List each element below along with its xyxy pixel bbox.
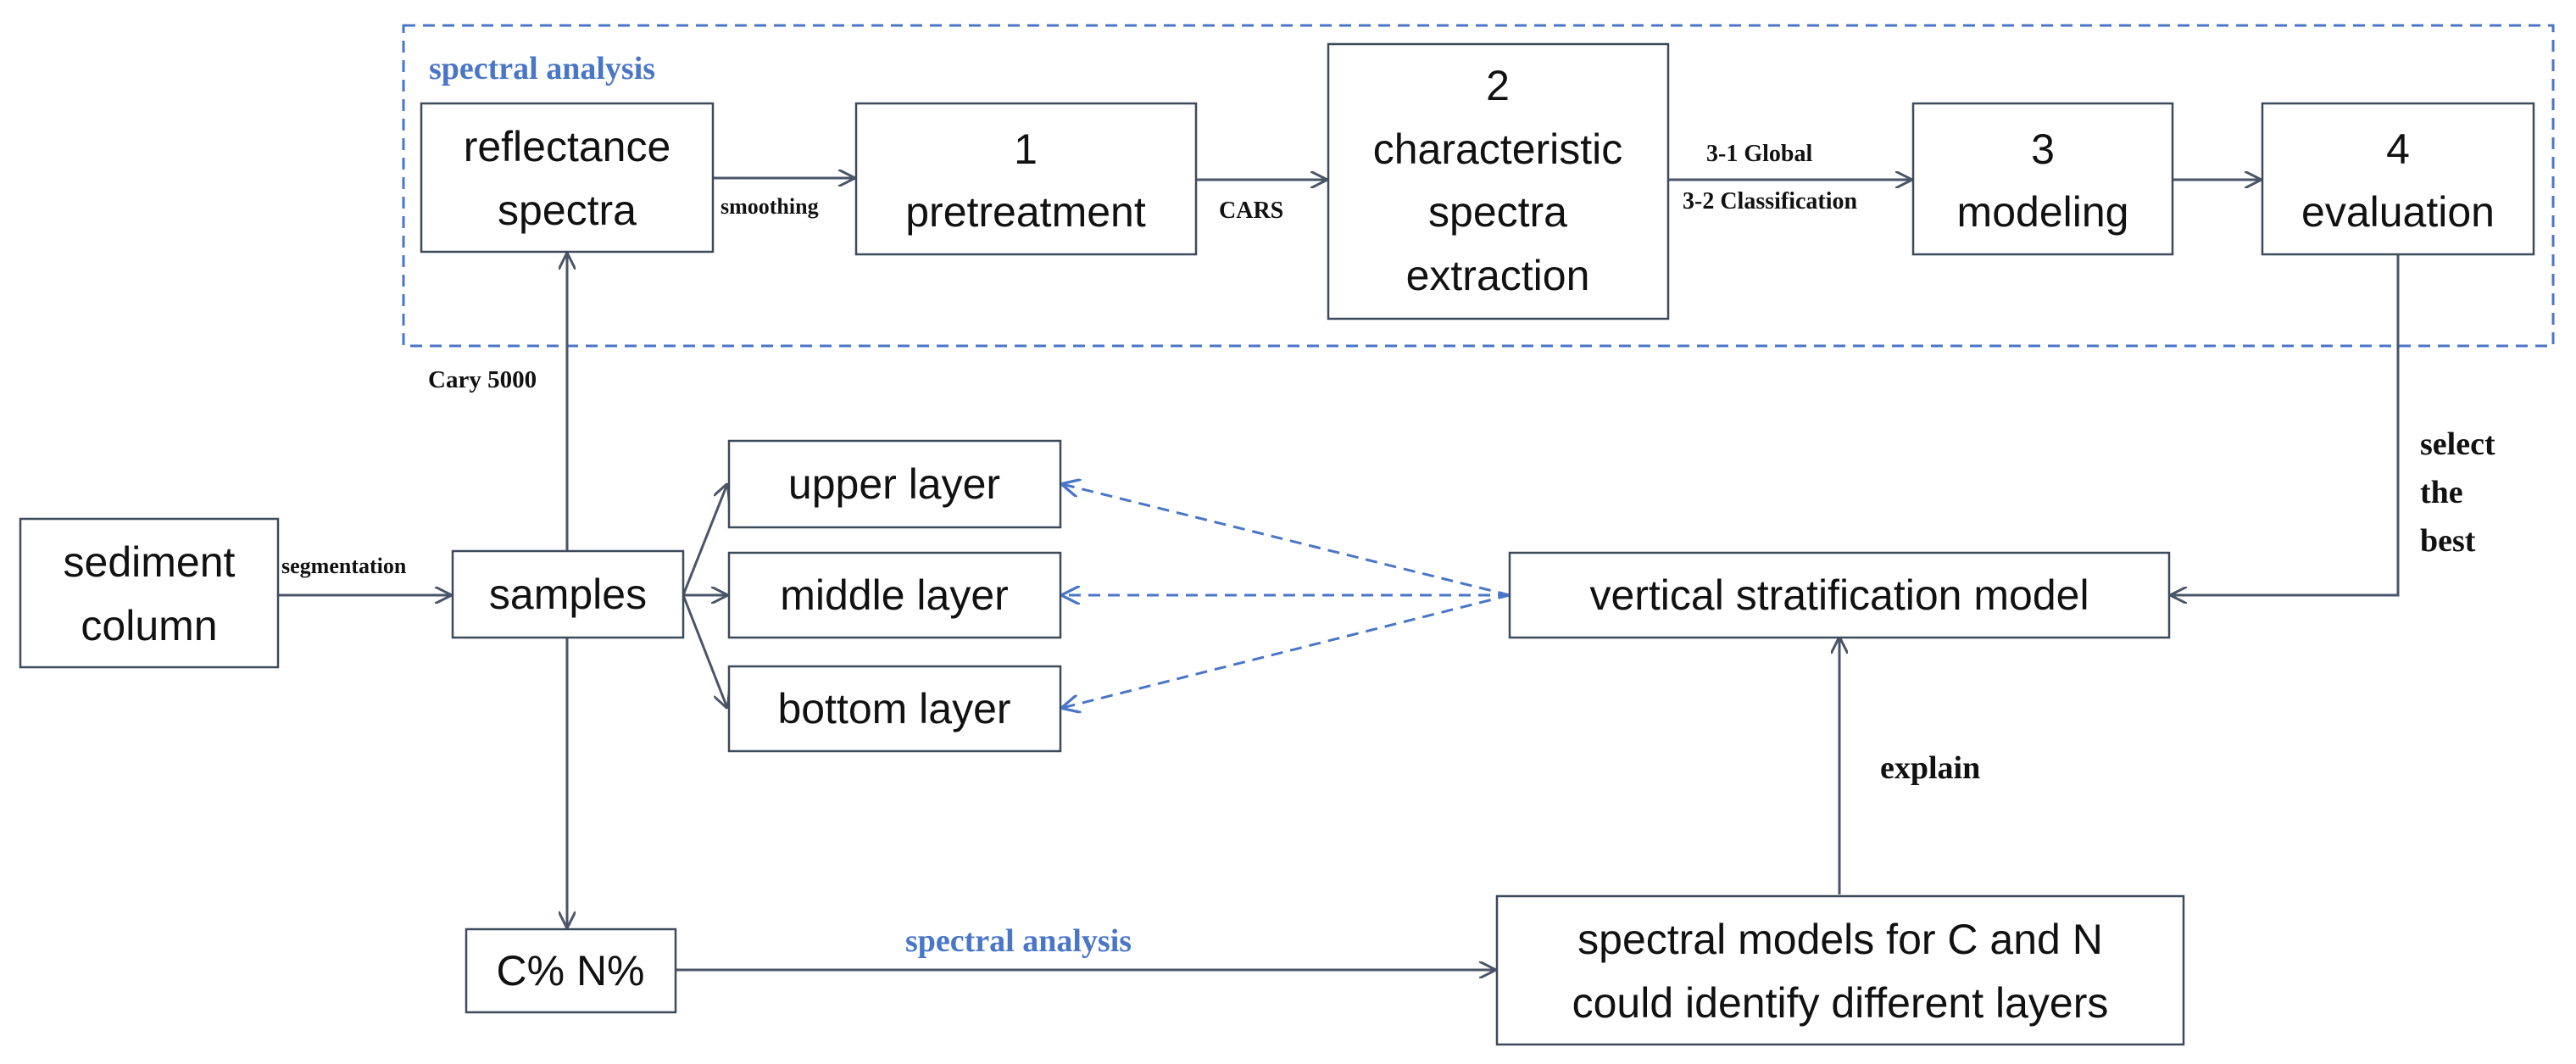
reflectance-line1: reflectance bbox=[464, 123, 671, 170]
dashed-arrow-bottom bbox=[1062, 593, 1511, 708]
modeling-number: 3 bbox=[2031, 125, 2055, 173]
dashed-arrow-upper bbox=[1062, 484, 1511, 597]
characteristic-spectra-box: 2 characteristic spectra extraction bbox=[1327, 42, 1670, 320]
arrow-samples-upper bbox=[682, 484, 727, 596]
bottom-layer-box: bottom layer bbox=[727, 665, 1062, 753]
cn-percent-label: C% N% bbox=[496, 947, 644, 994]
samples-box: samples bbox=[451, 549, 685, 639]
arrow-samples-bottom bbox=[682, 594, 727, 708]
label-3-2-classification: 3-2 Classification bbox=[1683, 188, 1858, 214]
label-the: the bbox=[2420, 475, 2463, 510]
pretreatment-number: 1 bbox=[1014, 125, 1038, 173]
cn-percent-box: C% N% bbox=[465, 928, 677, 1014]
samples-label: samples bbox=[489, 571, 647, 618]
sediment-line1: sediment bbox=[64, 538, 236, 586]
label-segmentation: segmentation bbox=[281, 554, 407, 578]
spectral-models-line1: spectral models for C and N bbox=[1577, 916, 2103, 963]
label-cars: CARS bbox=[1219, 198, 1283, 224]
evaluation-box: 4 evaluation bbox=[2261, 102, 2535, 256]
characteristic-number: 2 bbox=[1486, 62, 1510, 109]
modeling-box: 3 modeling bbox=[1911, 102, 2174, 256]
vertical-stratification-model-box: vertical stratification model bbox=[1508, 551, 2171, 639]
evaluation-label: evaluation bbox=[2301, 188, 2495, 236]
characteristic-line3: spectra bbox=[1428, 188, 1567, 236]
label-cary-5000: Cary 5000 bbox=[428, 366, 537, 393]
label-3-1-global: 3-1 Global bbox=[1706, 141, 1812, 167]
spectral-models-box: spectral models for C and N could identi… bbox=[1495, 894, 2185, 1046]
reflectance-spectra-box: reflectance spectra bbox=[420, 102, 715, 253]
bottom-layer-label: bottom layer bbox=[777, 685, 1010, 733]
label-spectral-analysis: spectral analysis bbox=[905, 923, 1132, 959]
group-title: spectral analysis bbox=[429, 51, 655, 86]
label-smoothing: smoothing bbox=[721, 194, 819, 219]
spectral-models-line2: could identify different layers bbox=[1572, 979, 2109, 1027]
spectral-analysis-group bbox=[402, 24, 2555, 348]
evaluation-number: 4 bbox=[2386, 125, 2410, 173]
middle-layer-label: middle layer bbox=[780, 571, 1009, 619]
modeling-label: modeling bbox=[1957, 188, 2129, 236]
characteristic-line2: characteristic bbox=[1373, 125, 1623, 173]
sediment-line2: column bbox=[81, 602, 217, 649]
arrow-select-best bbox=[2171, 254, 2400, 595]
label-explain: explain bbox=[1880, 750, 1980, 786]
vertical-model-label: vertical stratification model bbox=[1589, 571, 2089, 619]
label-select: select bbox=[2420, 426, 2495, 462]
upper-layer-label: upper layer bbox=[788, 460, 1000, 508]
pretreatment-label: pretreatment bbox=[905, 188, 1146, 236]
label-best: best bbox=[2420, 523, 2476, 559]
characteristic-line4: extraction bbox=[1406, 252, 1590, 299]
upper-layer-box: upper layer bbox=[727, 439, 1062, 529]
middle-layer-box: middle layer bbox=[727, 551, 1062, 639]
pretreatment-box: 1 pretreatment bbox=[854, 102, 1198, 256]
reflectance-line2: spectra bbox=[498, 187, 637, 234]
sediment-column-box: sediment column bbox=[19, 517, 280, 669]
